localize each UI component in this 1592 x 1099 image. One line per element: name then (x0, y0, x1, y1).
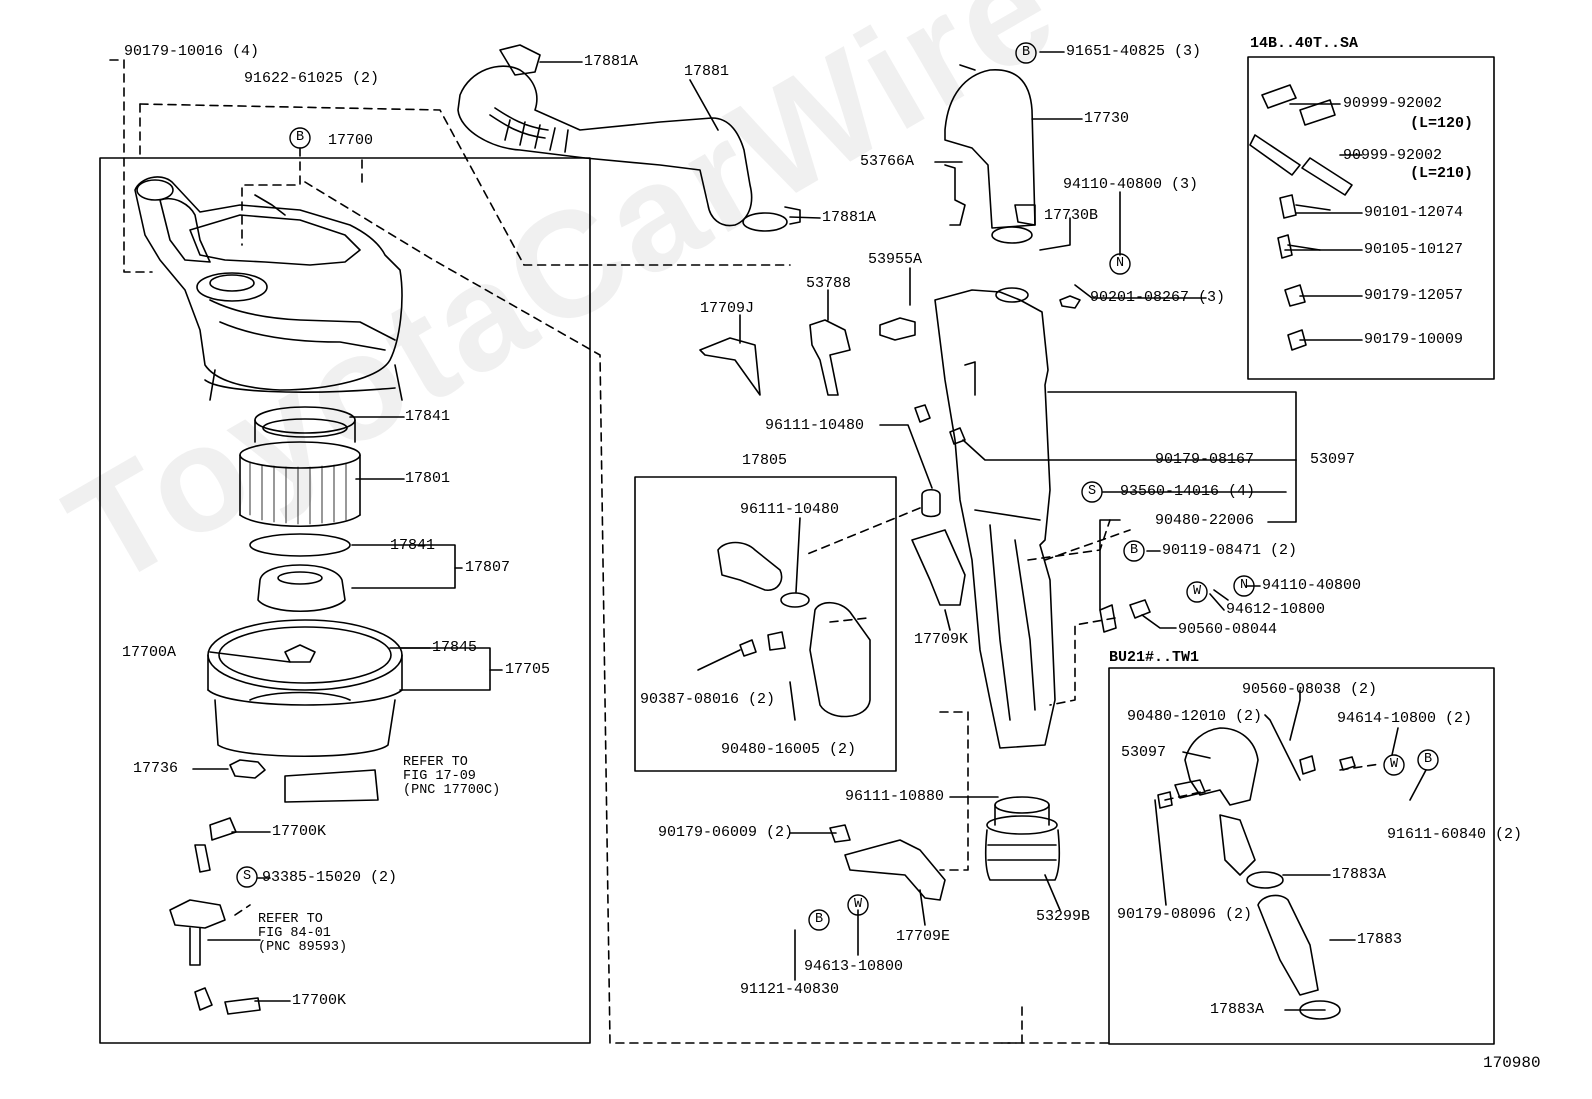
part-label: 96111-10480 (740, 501, 840, 518)
part-label: 90480-12010 (2) (1127, 708, 1263, 725)
part-label: 90999-92002 (1343, 147, 1443, 164)
marker-b: B (296, 130, 305, 145)
variant-box-bu21 (1108, 667, 1495, 1045)
filter-element (239, 406, 361, 612)
part-label: 17801 (405, 470, 451, 487)
part-label: 17807 (465, 559, 511, 576)
part-label: 17841 (405, 408, 451, 425)
part-label: 91611-60840 (2) (1387, 826, 1523, 843)
center-small-parts (699, 295, 1151, 901)
air-cleaner-case (207, 619, 403, 758)
diagram-number: 170980 (1483, 1054, 1541, 1072)
part-label: 94612-10800 (1226, 601, 1326, 618)
marker-b: B (815, 912, 824, 927)
part-label: 17700K (292, 992, 347, 1009)
part-label: 90201-08267 (3) (1090, 289, 1226, 306)
part-label: 93385-15020 (2) (262, 869, 398, 886)
part-label: 17805 (742, 452, 788, 469)
part-label: 17700A (122, 644, 177, 661)
part-label: 53097 (1310, 451, 1356, 468)
marker-w: W (1193, 584, 1202, 599)
part-label: 90480-22006 (1155, 512, 1255, 529)
part-label: 90179-10016 (4) (124, 43, 260, 60)
part-label: 90179-12057 (1364, 287, 1464, 304)
variant-title: BU21#..TW1 (1109, 649, 1200, 666)
part-label: 17883A (1332, 866, 1387, 883)
part-label: 17730 (1084, 110, 1130, 127)
part-label: 90560-08044 (1178, 621, 1278, 638)
part-label: 96111-10480 (765, 417, 865, 434)
part-label: 96111-10880 (845, 788, 945, 805)
part-label: 17845 (432, 639, 478, 656)
part-label: 53955A (868, 251, 923, 268)
part-label: 90179-08096 (2) (1117, 906, 1253, 923)
part-label: 17705 (505, 661, 551, 678)
hose-17881 (457, 44, 801, 232)
part-label: 94614-10800 (2) (1337, 710, 1473, 727)
part-label: 90560-08038 (2) (1242, 681, 1378, 698)
marker-n: N (1116, 256, 1125, 271)
circle-markers (236, 42, 1439, 931)
variant-14b-parts (1249, 84, 1353, 351)
duct-17730 (944, 64, 1036, 244)
part-label: 17883 (1357, 931, 1403, 948)
part-label: 90179-06009 (2) (658, 824, 794, 841)
part-label: 53299B (1036, 908, 1091, 925)
part-label: 17881 (684, 63, 730, 80)
part-label: 93560-14016 (4) (1120, 483, 1256, 500)
part-label: 90179-10009 (1364, 331, 1464, 348)
marker-b: B (1022, 45, 1031, 60)
part-label: 90179-08167 (1155, 451, 1255, 468)
part-label: 91622-61025 (2) (244, 70, 380, 87)
part-label: 17881A (584, 53, 639, 70)
marker-b: B (1424, 752, 1433, 767)
part-label: 17841 (390, 537, 436, 554)
part-label: 17709K (914, 631, 969, 648)
length-note: (L=210) (1410, 165, 1474, 182)
part-label: 53788 (806, 275, 852, 292)
part-label: 91651-40825 (3) (1066, 43, 1202, 60)
part-label: 94110-40800 (1262, 577, 1362, 594)
marker-n: N (1240, 578, 1249, 593)
resonator-53097 (934, 287, 1056, 749)
part-label: 90999-92002 (1343, 95, 1443, 112)
part-label: 94613-10800 (804, 958, 904, 975)
marker-b: B (1130, 543, 1139, 558)
part-label: 17709E (896, 928, 951, 945)
refer-note: REFER TO FIG 17-09 (PNC 17700C) (403, 755, 501, 798)
part-label: 90387-08016 (2) (640, 691, 776, 708)
part-label: 94110-40800 (3) (1063, 176, 1199, 193)
part-label: 90105-10127 (1364, 241, 1464, 258)
boot-53299b (984, 796, 1061, 881)
length-note: (L=120) (1410, 115, 1474, 132)
part-label: 90119-08471 (2) (1162, 542, 1298, 559)
variant-box-14b (1247, 56, 1495, 380)
marker-w: W (1390, 757, 1399, 772)
part-label: 17700K (272, 823, 327, 840)
refer-note: REFER TO FIG 84-01 (PNC 89593) (258, 912, 348, 955)
marker-s: S (1088, 484, 1097, 499)
part-label: 53766A (860, 153, 915, 170)
part-label: 17730B (1044, 207, 1099, 224)
variant-title: 14B..40T..SA (1250, 35, 1359, 52)
small-parts-left (169, 759, 379, 1015)
sub-assembly-17805-frame (634, 476, 897, 772)
part-label: 17736 (133, 760, 179, 777)
part-label: 17709J (700, 300, 755, 317)
part-label: 17881A (822, 209, 877, 226)
marker-w: W (854, 897, 863, 912)
air-cleaner-cap (134, 176, 403, 401)
variant-bu21-parts (1157, 727, 1356, 1020)
part-label: 53097 (1121, 744, 1167, 761)
marker-s: S (243, 869, 252, 884)
leader-lines (192, 51, 1427, 1011)
part-label: 17883A (1210, 1001, 1265, 1018)
part-label: 17700 (328, 132, 374, 149)
part-label: 90101-12074 (1364, 204, 1464, 221)
air-cleaner-frame (99, 157, 591, 1044)
part-label: 91121-40830 (740, 981, 840, 998)
part-label: 90480-16005 (2) (721, 741, 857, 758)
